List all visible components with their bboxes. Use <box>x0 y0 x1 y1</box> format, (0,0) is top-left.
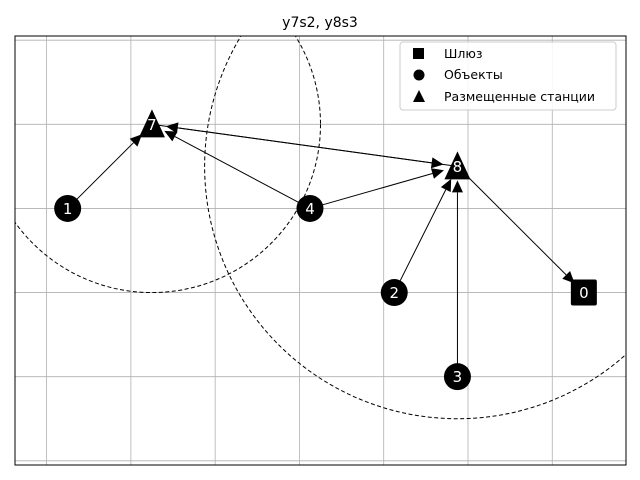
arrowhead-1-7 <box>129 134 143 147</box>
legend-marker-square <box>413 48 424 59</box>
object-label-3: 3 <box>453 368 463 386</box>
arrowhead-3-8 <box>451 180 463 193</box>
object-label-1: 1 <box>63 200 73 218</box>
object-node-2 <box>380 279 408 307</box>
station-node-8 <box>444 151 471 180</box>
station-label-8: 8 <box>453 158 463 176</box>
arrowhead-4-8 <box>430 168 444 179</box>
object-node-3 <box>443 363 471 391</box>
legend-label-objects: Объекты <box>444 67 503 82</box>
coverage-circle-8 <box>204 36 626 420</box>
plot-frame <box>14 35 627 466</box>
legend-marker-circle <box>413 69 425 81</box>
station-label-7: 7 <box>147 116 157 134</box>
nodes: 1 2 3 4 7 8 0 <box>54 109 597 391</box>
arrowhead-4-7 <box>164 130 178 142</box>
legend-label-gateway: Шлюз <box>444 46 483 61</box>
object-node-1 <box>54 194 82 222</box>
link-8-0 <box>457 166 567 276</box>
legend-marker-triangle <box>413 90 425 102</box>
link-2-8 <box>393 189 447 293</box>
arrowhead-8-7 <box>165 122 179 134</box>
object-label-2: 2 <box>389 284 399 302</box>
link-7-8 <box>151 123 432 164</box>
station-node-7 <box>138 109 165 138</box>
arrowhead-2-8 <box>440 178 452 193</box>
gateway-node <box>570 279 597 306</box>
object-label-4: 4 <box>305 200 315 218</box>
chart-title: y7s2, y8s3 <box>282 15 358 31</box>
gateway-label: 0 <box>579 284 589 302</box>
arrowhead-7-8 <box>430 157 444 169</box>
legend-label-stations: Размещенные станции <box>444 89 595 104</box>
link-4-8 <box>309 173 433 209</box>
link-4-7 <box>174 136 311 209</box>
link-1-7 <box>67 142 134 209</box>
legend: Шлюз Объекты Размещенные станции <box>399 41 617 111</box>
legend-box <box>399 41 617 111</box>
object-node-4 <box>296 194 324 222</box>
links <box>67 122 575 377</box>
coverage-circles <box>15 36 626 420</box>
